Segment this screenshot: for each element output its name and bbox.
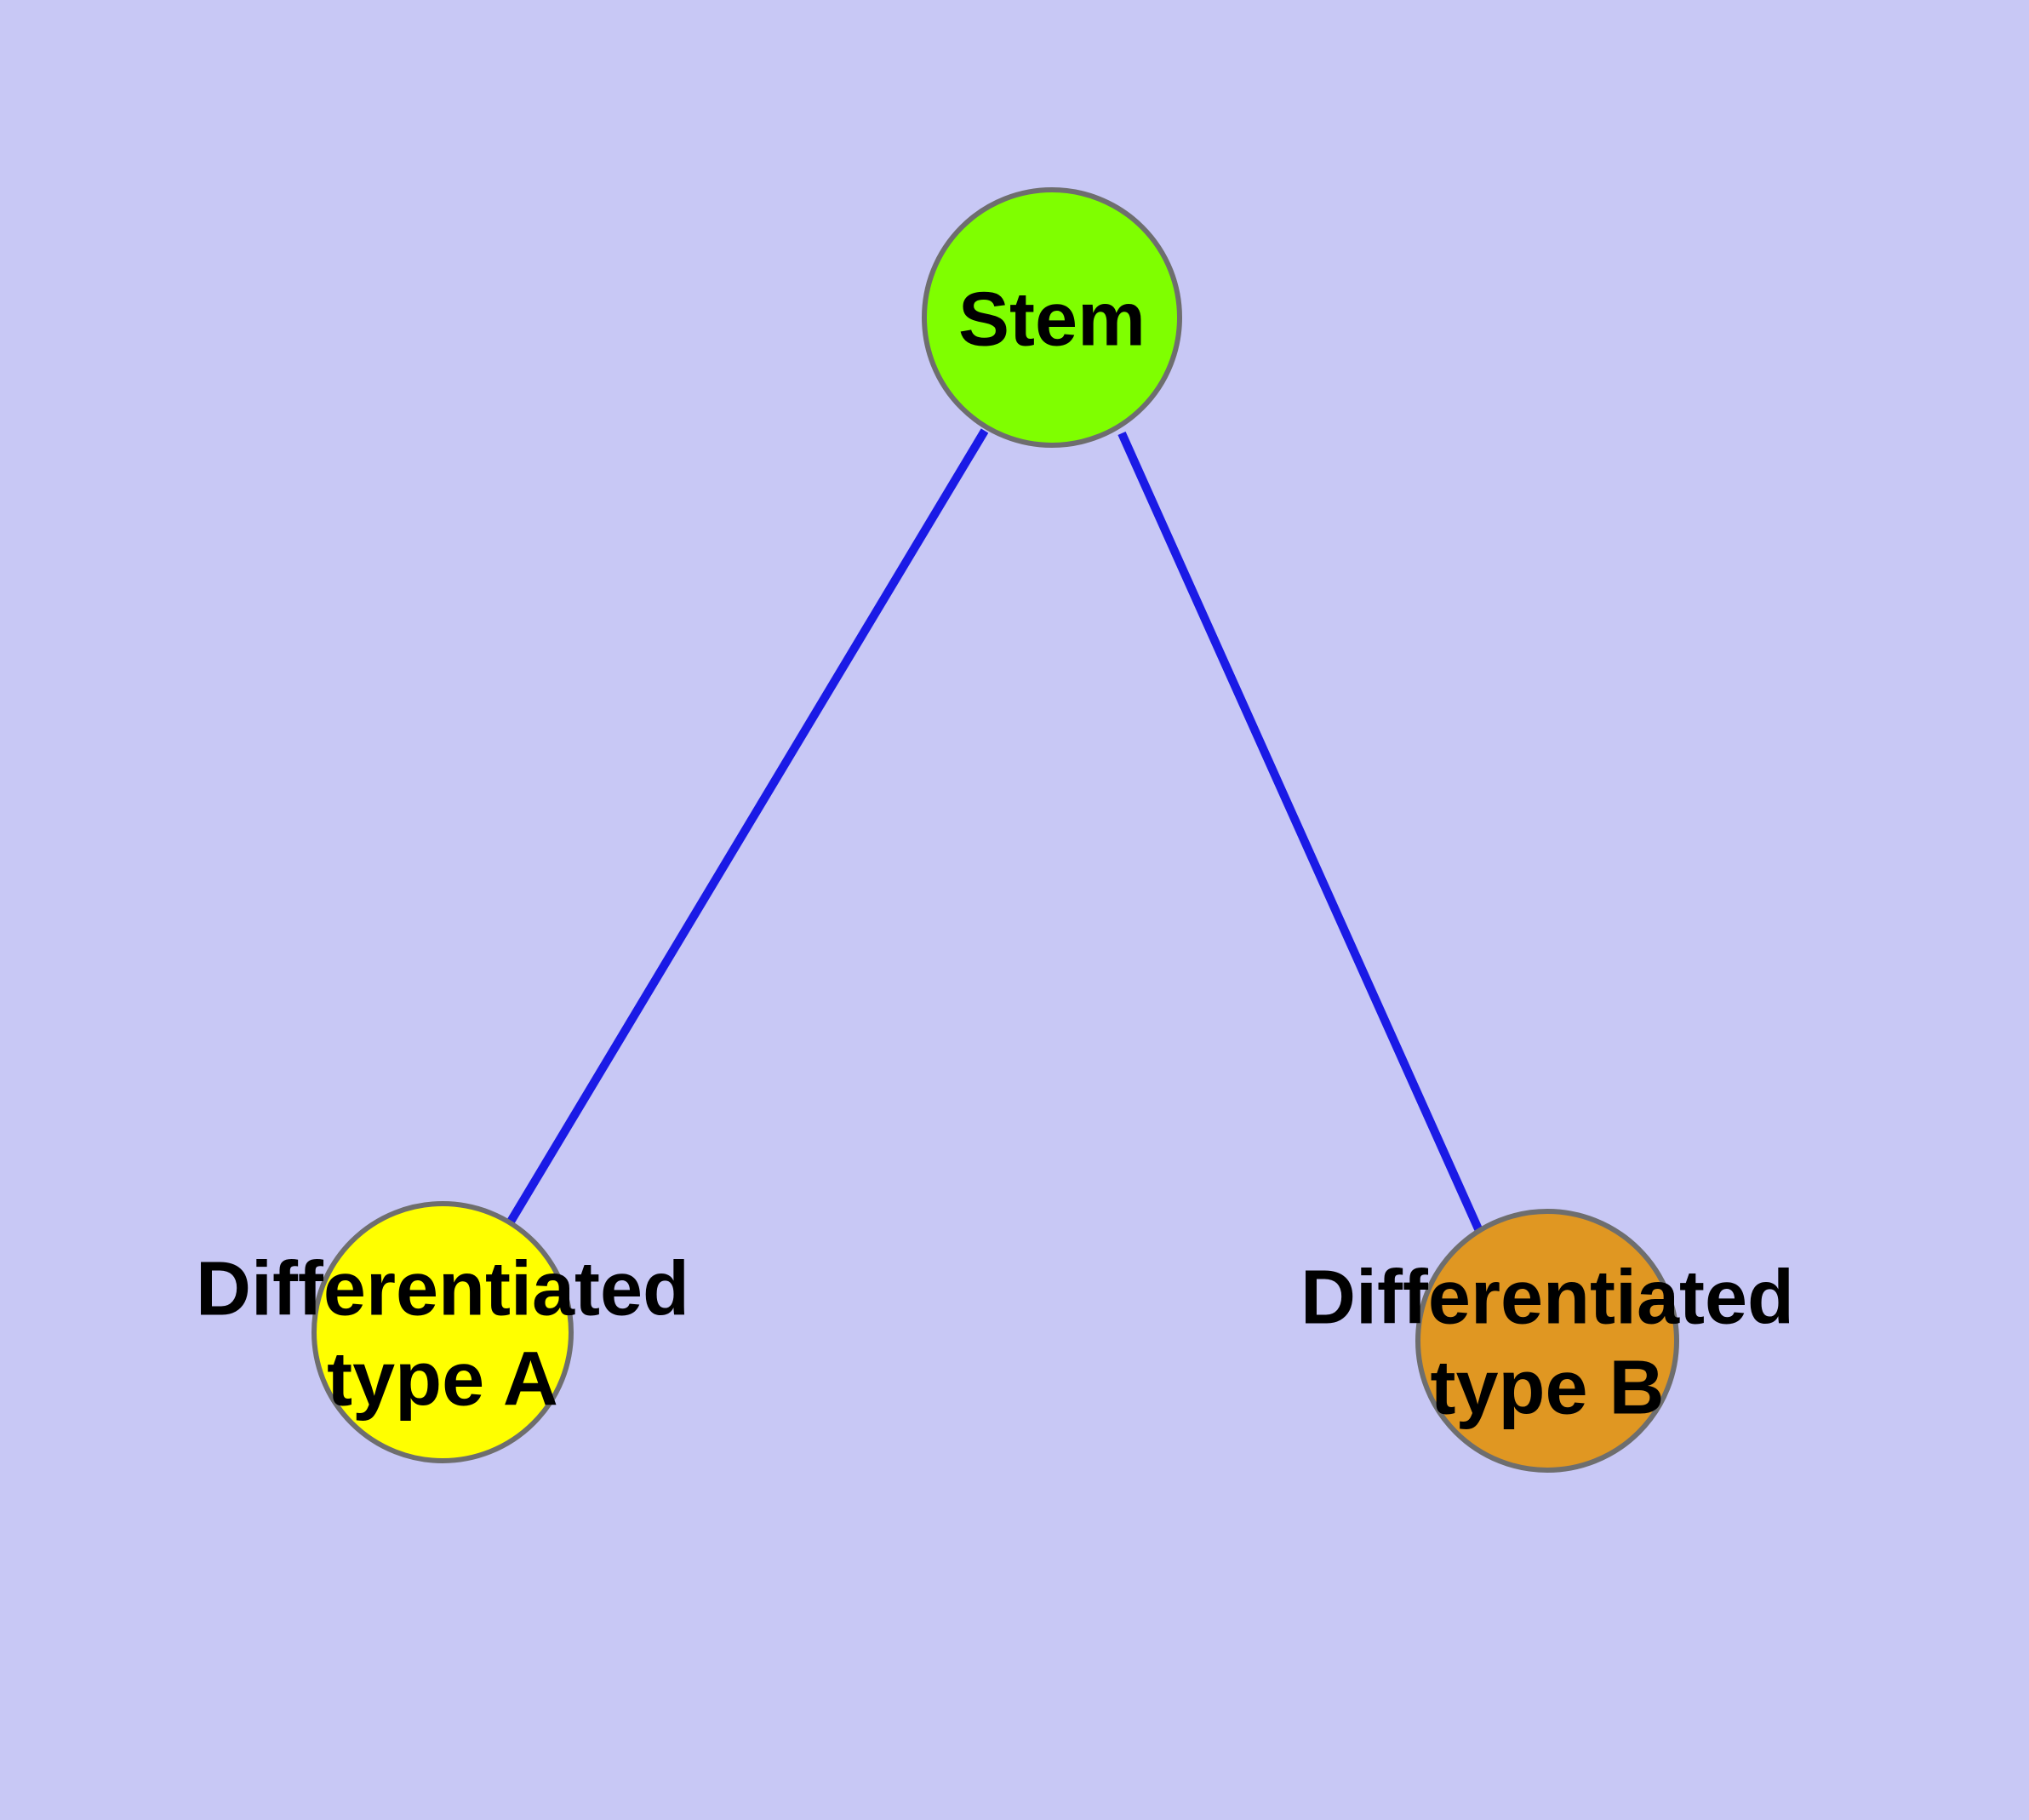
node-stem-label-line1: Stem [958, 277, 1146, 362]
node-type-b-label-line2: type B [1430, 1346, 1664, 1431]
node-differentiated-type-b[interactable]: Differentiated type B [1300, 1209, 1794, 1473]
node-type-b-label-line1: Differentiated [1300, 1255, 1794, 1340]
node-layer: Stem Differentiated type A Differentiate… [196, 187, 1794, 1473]
node-type-a-label-line1: Differentiated [196, 1246, 689, 1331]
edge-stem-to-type-a[interactable] [506, 428, 989, 1224]
edge-stem-to-type-b[interactable] [1117, 431, 1483, 1233]
node-stem-circle[interactable] [922, 187, 1182, 448]
node-differentiated-type-a[interactable]: Differentiated type A [196, 1201, 689, 1463]
node-stem[interactable]: Stem [922, 187, 1182, 448]
node-type-b-circle[interactable] [1415, 1209, 1679, 1473]
node-type-a-circle[interactable] [311, 1201, 574, 1463]
node-type-a-label-line2: type A [327, 1337, 558, 1422]
edge-layer [506, 428, 1483, 1233]
